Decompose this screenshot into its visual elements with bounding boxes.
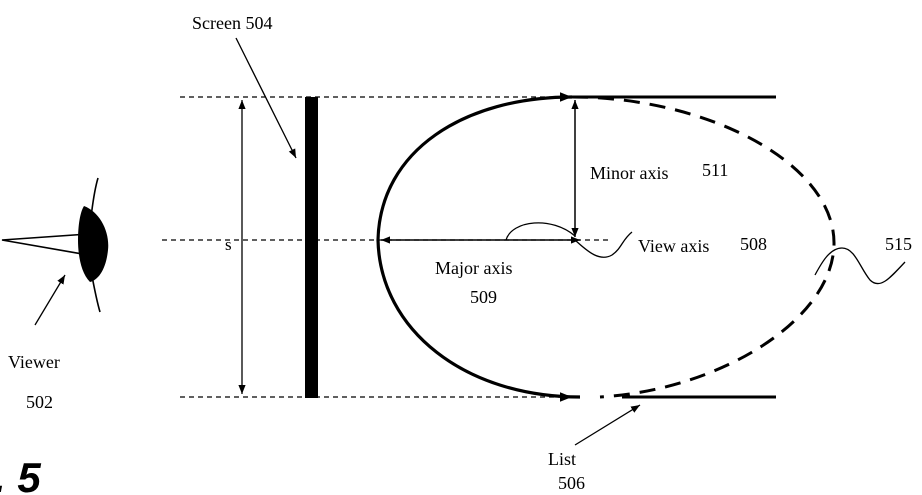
view-axis-number: 508 (740, 234, 767, 254)
viewer-leader-arrow (34, 274, 66, 326)
viewer-number: 502 (26, 392, 53, 412)
figure-label: . 5 (0, 454, 41, 495)
viewer-label: Viewer (8, 352, 60, 372)
screen-label: Screen 504 (192, 13, 272, 33)
viewer-eye-icon (1, 177, 109, 313)
view-axis-leader (574, 231, 633, 258)
list-ellipse-dashed (571, 95, 836, 399)
minor-axis-number: 511 (702, 160, 728, 180)
s-label: s (225, 235, 232, 254)
minor-axis-label: Minor axis (590, 163, 669, 183)
screen-leader-arrow (235, 37, 297, 159)
list-ellipse-solid (376, 95, 581, 399)
screen-bar (305, 97, 318, 398)
major-axis-label: Major axis (435, 258, 512, 278)
list-number: 506 (558, 473, 585, 493)
ref-515-number: 515 (885, 234, 912, 254)
ref-515-leader (814, 247, 906, 285)
angle-arc (505, 222, 576, 241)
list-leader-arrow (574, 404, 641, 446)
list-label: List (548, 449, 576, 469)
view-axis-label: View axis (638, 236, 709, 256)
major-axis-number: 509 (470, 287, 497, 307)
